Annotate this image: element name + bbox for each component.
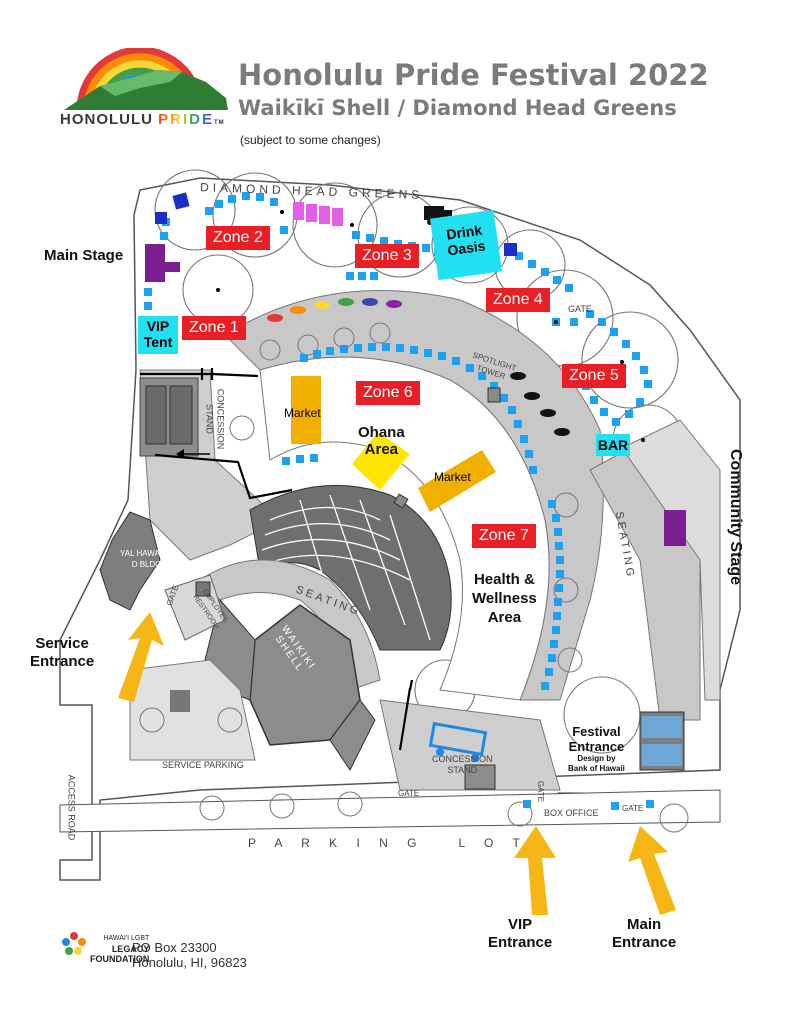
main-stage-label: Main Stage [44,247,124,264]
legacy-foundation-icon [62,932,86,955]
zone-7-label: Zone 7 [472,524,536,548]
bar-tent: BAR [596,434,630,456]
legacy-foundation-name: HAWAI'I LGBT LEGACY FOUNDATION [90,935,150,964]
gate-main-label: GATE [622,804,644,813]
service-parking-label: SERVICE PARKING [162,760,244,770]
gate-bottom-label: GATE [398,789,420,798]
gate-label-top: GATE [568,304,592,314]
zone-3-label: Zone 3 [355,244,419,268]
page-title: Honolulu Pride Festival 2022 [238,58,709,92]
access-road-label: ACCESS ROAD [66,774,77,841]
gate-vip-label: GATE [536,780,546,803]
navy-tents [155,192,517,256]
food-truck-icon [428,721,488,762]
community-stage-label: Community Stage [727,448,744,585]
rainbow-mountain-icon [64,46,228,111]
market-left-label: Market [284,406,321,420]
market-left [291,376,321,444]
logo-wordmark: HONOLULU PRIDETM [60,111,225,128]
zone-6-label: Zone 6 [356,381,420,405]
zone-4-label: Zone 4 [486,288,550,312]
magenta-tents [293,202,343,226]
zone-1-label: Zone 1 [182,316,246,340]
box-office-label: BOX OFFICE [544,808,599,818]
parking-lot-label: P A R K I N G L O T [248,836,528,850]
spotlight-tower [487,387,501,403]
page-subtitle: Waikīkī Shell / Diamond Head Greens [238,96,677,120]
market-right-label: Market [434,470,471,484]
car-icons [267,298,570,436]
entrance-arrows [118,612,676,915]
community-stage-icon [664,510,686,546]
ohana-area [352,432,410,490]
subject-to-change-note: (subject to some changes) [240,133,381,147]
main-stage-icon [145,244,180,282]
zone-5-label: Zone 5 [562,364,626,388]
zone-2-label: Zone 2 [206,226,270,250]
honolulu-pride-logo [60,46,230,130]
market-right [418,450,496,512]
